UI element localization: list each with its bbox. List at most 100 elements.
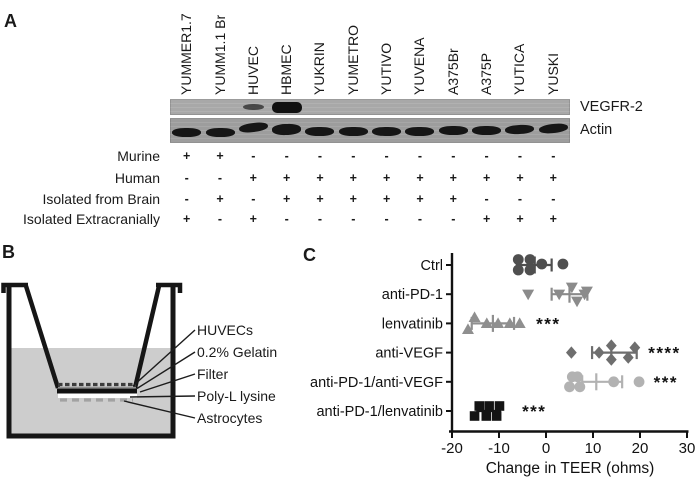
trait-value: +	[516, 211, 524, 226]
protein-band	[271, 123, 302, 136]
trait-row-label: Isolated from Brain	[42, 190, 161, 207]
trait-value: -	[217, 170, 223, 185]
lane-label: YUTIVO	[378, 42, 395, 95]
trait-value: -	[517, 191, 523, 206]
data-point	[492, 317, 505, 328]
data-point	[572, 371, 583, 383]
poly-l-lysine-layer	[58, 393, 137, 398]
trait-row-label: Murine	[117, 148, 160, 164]
data-point	[574, 381, 586, 393]
series-anti-PD-1/anti-VEGF	[564, 371, 645, 393]
data-point	[491, 411, 502, 421]
protein-band	[372, 126, 402, 136]
data-point	[494, 401, 505, 411]
trait-value: +	[183, 149, 191, 163]
layer-label: Poly-L lysine	[197, 388, 276, 404]
trait-value: -	[451, 211, 456, 226]
data-point	[564, 381, 575, 393]
lane-label: YUTICA	[511, 43, 528, 95]
trait-value: -	[317, 149, 323, 163]
trait-value: -	[551, 149, 556, 163]
category-label: lenvatinib	[382, 316, 443, 332]
blot-name-vegfr2: VEGFR-2	[580, 99, 643, 115]
lane-label: YUSKI	[544, 52, 561, 95]
trait-value: -	[251, 149, 256, 163]
trait-value: +	[283, 191, 291, 206]
trait-value: +	[416, 170, 424, 185]
protein-band	[505, 124, 535, 135]
panel-a-label: A	[4, 11, 17, 31]
outer-well	[6, 283, 176, 439]
series-Ctrl	[512, 254, 569, 276]
data-point	[557, 258, 569, 270]
protein-band	[238, 120, 269, 134]
x-tick-label: -20	[441, 440, 463, 457]
data-point	[605, 339, 617, 352]
series-anti-VEGF	[565, 339, 641, 366]
data-point	[461, 323, 474, 334]
trait-value: +	[382, 170, 391, 185]
trait-value: -	[484, 191, 489, 206]
data-point	[524, 254, 536, 265]
blot-strip-VEGFR-2	[170, 99, 570, 115]
trait-value: -	[451, 149, 456, 163]
trait-value: +	[183, 211, 191, 226]
trait-value: -	[317, 211, 323, 226]
trait-value: -	[251, 191, 256, 206]
blot-name-actin: Actin	[580, 122, 613, 138]
layer-label: HUVECs	[197, 322, 254, 338]
data-point	[512, 264, 524, 276]
significance-stars: ***	[522, 402, 546, 421]
trait-value: -	[517, 149, 523, 163]
trait-value: -	[217, 211, 223, 226]
data-point	[565, 346, 577, 359]
category-label: Ctrl	[420, 258, 443, 274]
trait-value: +	[249, 170, 257, 185]
trait-value: +	[316, 170, 324, 185]
trait-value: +	[549, 170, 557, 185]
category-label: anti-PD-1/anti-VEGF	[310, 375, 443, 391]
leader-lines	[123, 329, 196, 419]
trait-value: -	[284, 211, 289, 226]
data-point	[605, 353, 617, 366]
trait-value: +	[516, 170, 524, 185]
lane-label: YUMMER1.7	[178, 13, 195, 95]
lane-label: HBMEC	[278, 44, 295, 95]
data-point	[480, 317, 493, 328]
panel-c-label: C	[303, 245, 316, 265]
lane-label: HUVEC	[244, 45, 261, 95]
trait-value: +	[549, 211, 557, 226]
trait-value: +	[283, 170, 291, 185]
lane-label: YUMETRO	[344, 25, 361, 95]
layer-label: Filter	[197, 366, 229, 382]
trait-value: +	[382, 191, 391, 206]
data-point	[484, 401, 494, 411]
x-tick-label: 0	[542, 440, 550, 457]
x-tick-label: -10	[488, 440, 510, 457]
data-point	[565, 282, 578, 294]
trait-value: +	[449, 170, 457, 185]
trait-value: -	[184, 170, 189, 185]
protein-band	[305, 126, 335, 136]
data-point	[536, 258, 548, 270]
data-point	[571, 296, 584, 308]
data-point	[524, 264, 536, 276]
trait-row-label: Isolated Extracranially	[23, 210, 160, 227]
lane-label: YUVENA	[411, 37, 428, 95]
series-anti-PD-1/lenvatinib	[469, 401, 505, 421]
layer-label: Astrocytes	[197, 410, 263, 426]
protein-band	[438, 126, 468, 135]
data-point	[608, 376, 620, 388]
lane-label: YUMM1.1 Br	[211, 14, 228, 95]
trait-value: -	[417, 211, 423, 226]
data-point	[513, 317, 526, 328]
trait-value: -	[284, 149, 289, 163]
transwell-insert	[1, 282, 183, 389]
trait-value: +	[349, 170, 357, 185]
trait-row-label: Human	[114, 169, 160, 186]
protein-band	[172, 128, 202, 137]
data-point	[580, 286, 593, 298]
x-axis-title: Change in TEER (ohms)	[486, 460, 655, 477]
